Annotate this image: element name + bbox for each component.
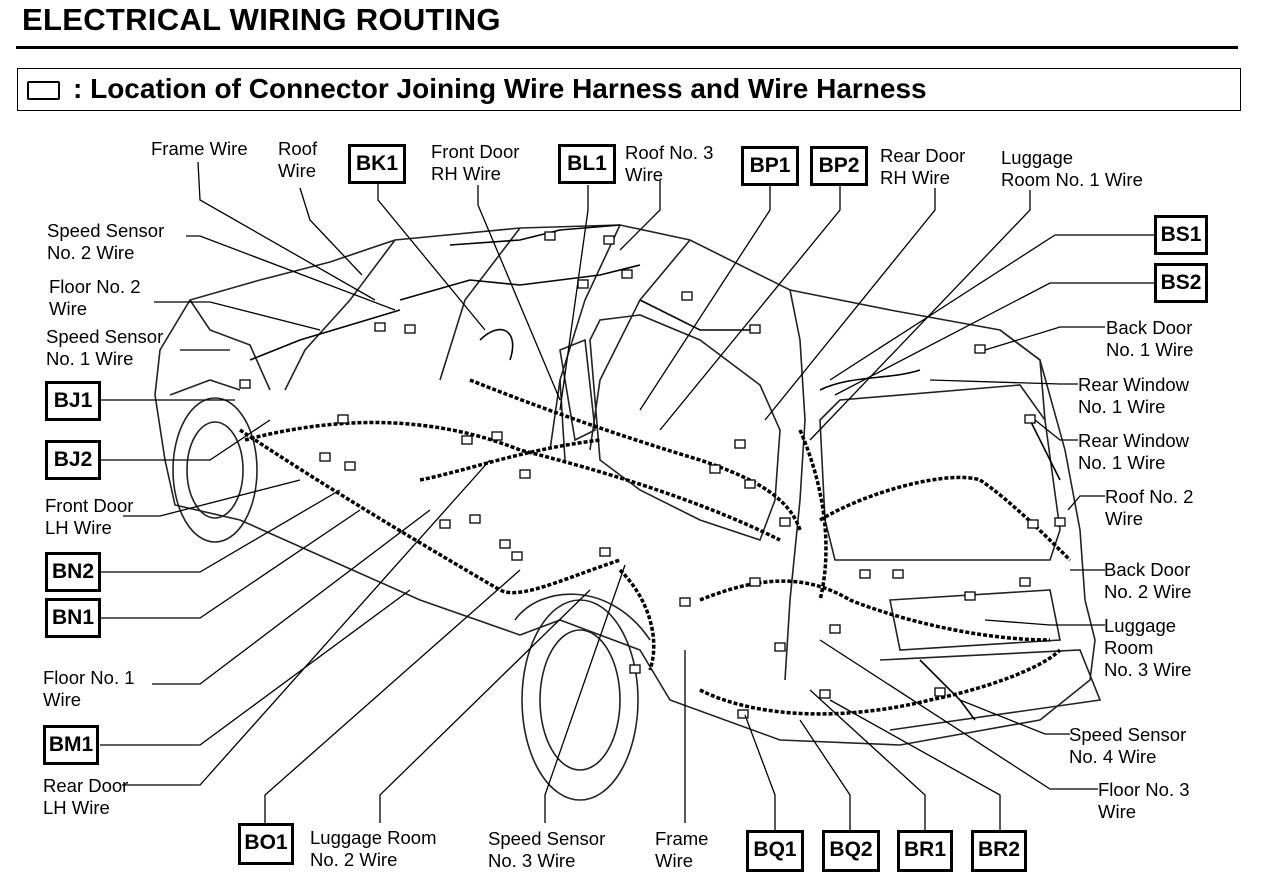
rear-wheel <box>514 593 651 801</box>
connector-BO1: BO1 <box>238 823 294 865</box>
connector-BK1: BK1 <box>348 144 406 184</box>
legend-text: : Location of Connector Joining Wire Har… <box>73 73 927 104</box>
wire-harness <box>239 378 1072 716</box>
connector-BP2: BP2 <box>810 146 868 186</box>
front-wheel <box>172 397 258 543</box>
connector-BS1: BS1 <box>1154 215 1208 255</box>
connector-BN2: BN2 <box>45 552 101 592</box>
leader-lines <box>100 161 1155 835</box>
connector-BJ1: BJ1 <box>45 381 101 421</box>
legend-box: : Location of Connector Joining Wire Har… <box>17 68 1241 111</box>
connector-BN1: BN1 <box>45 598 101 638</box>
label-frame-wire-top: Frame Wire <box>151 138 248 159</box>
page-title: ELECTRICAL WIRING ROUTING <box>22 2 501 37</box>
connector-BQ1: BQ1 <box>746 830 804 872</box>
connector-BP1: BP1 <box>741 146 799 186</box>
connector-BL1: BL1 <box>558 144 616 184</box>
connector-BJ2: BJ2 <box>45 440 101 480</box>
vehicle-body <box>154 224 1102 746</box>
connector-BR1: BR1 <box>897 830 953 872</box>
connector-blocks <box>239 231 1066 719</box>
connector-symbol-icon <box>27 81 60 100</box>
connector-BQ2: BQ2 <box>822 830 880 872</box>
connector-BR2: BR2 <box>971 830 1027 872</box>
title-rule <box>16 46 1238 49</box>
wire-routing <box>249 224 1061 721</box>
connector-BS2: BS2 <box>1154 263 1208 303</box>
connector-BM1: BM1 <box>43 725 99 765</box>
